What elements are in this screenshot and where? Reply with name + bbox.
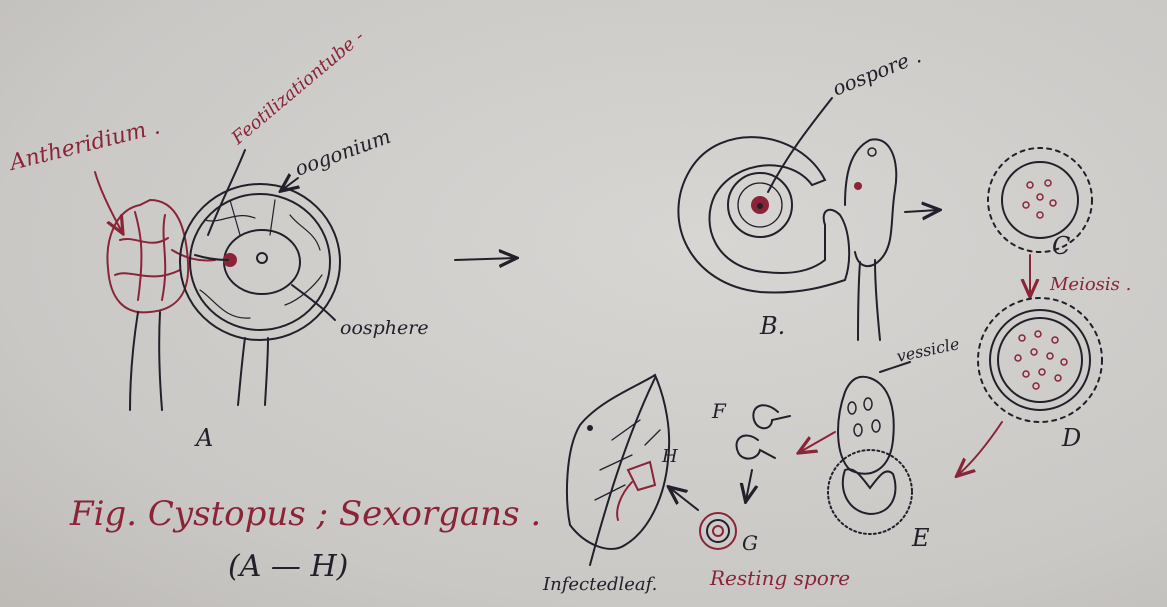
label-vesicle: vessicle [895, 334, 961, 366]
antheridium-body [107, 200, 188, 312]
stage-letter-e: E [911, 524, 930, 552]
zoospore-2 [736, 436, 775, 459]
label-oosphere: oosphere [340, 317, 429, 339]
oogonium-germinating [678, 137, 849, 292]
label-antheridium: Antheridium . [5, 114, 162, 176]
stage-h-drawing [567, 375, 669, 565]
stage-a-drawing [95, 150, 515, 410]
label-resting-spore: Resting spore [709, 566, 850, 590]
stage-c-drawing [988, 148, 1092, 295]
stage-g-drawing [670, 488, 736, 549]
label-oospore: oospore . [829, 43, 925, 100]
stage-e-drawing [800, 362, 912, 534]
stage-letter-d: D [1061, 424, 1081, 452]
stage-letter-c: C [1052, 232, 1070, 260]
figure-caption-range: (A — H) [228, 549, 348, 584]
figure-caption: Fig. Cystopus ; Sexorgans . [69, 494, 541, 534]
zoospore-1 [753, 405, 790, 428]
label-meiosis: Meiosis . [1049, 274, 1131, 295]
label-oogonium: oogonium [292, 124, 394, 181]
vesicle-sac [838, 377, 894, 474]
stage-letter-a: A [194, 424, 213, 452]
stage-f-drawing [736, 405, 790, 500]
label-fertilization-tube: Feotilizationtube - [227, 26, 368, 149]
stage-letter-h: H [661, 446, 678, 467]
arrow-a-to-b [455, 258, 515, 260]
stage-letter-b: B. [759, 312, 785, 340]
stage-letter-g: G [742, 531, 758, 555]
label-infected-leaf: Infectedleaf. [542, 574, 657, 595]
stage-b-drawing [678, 98, 938, 340]
stage-letter-f: F [711, 399, 727, 423]
